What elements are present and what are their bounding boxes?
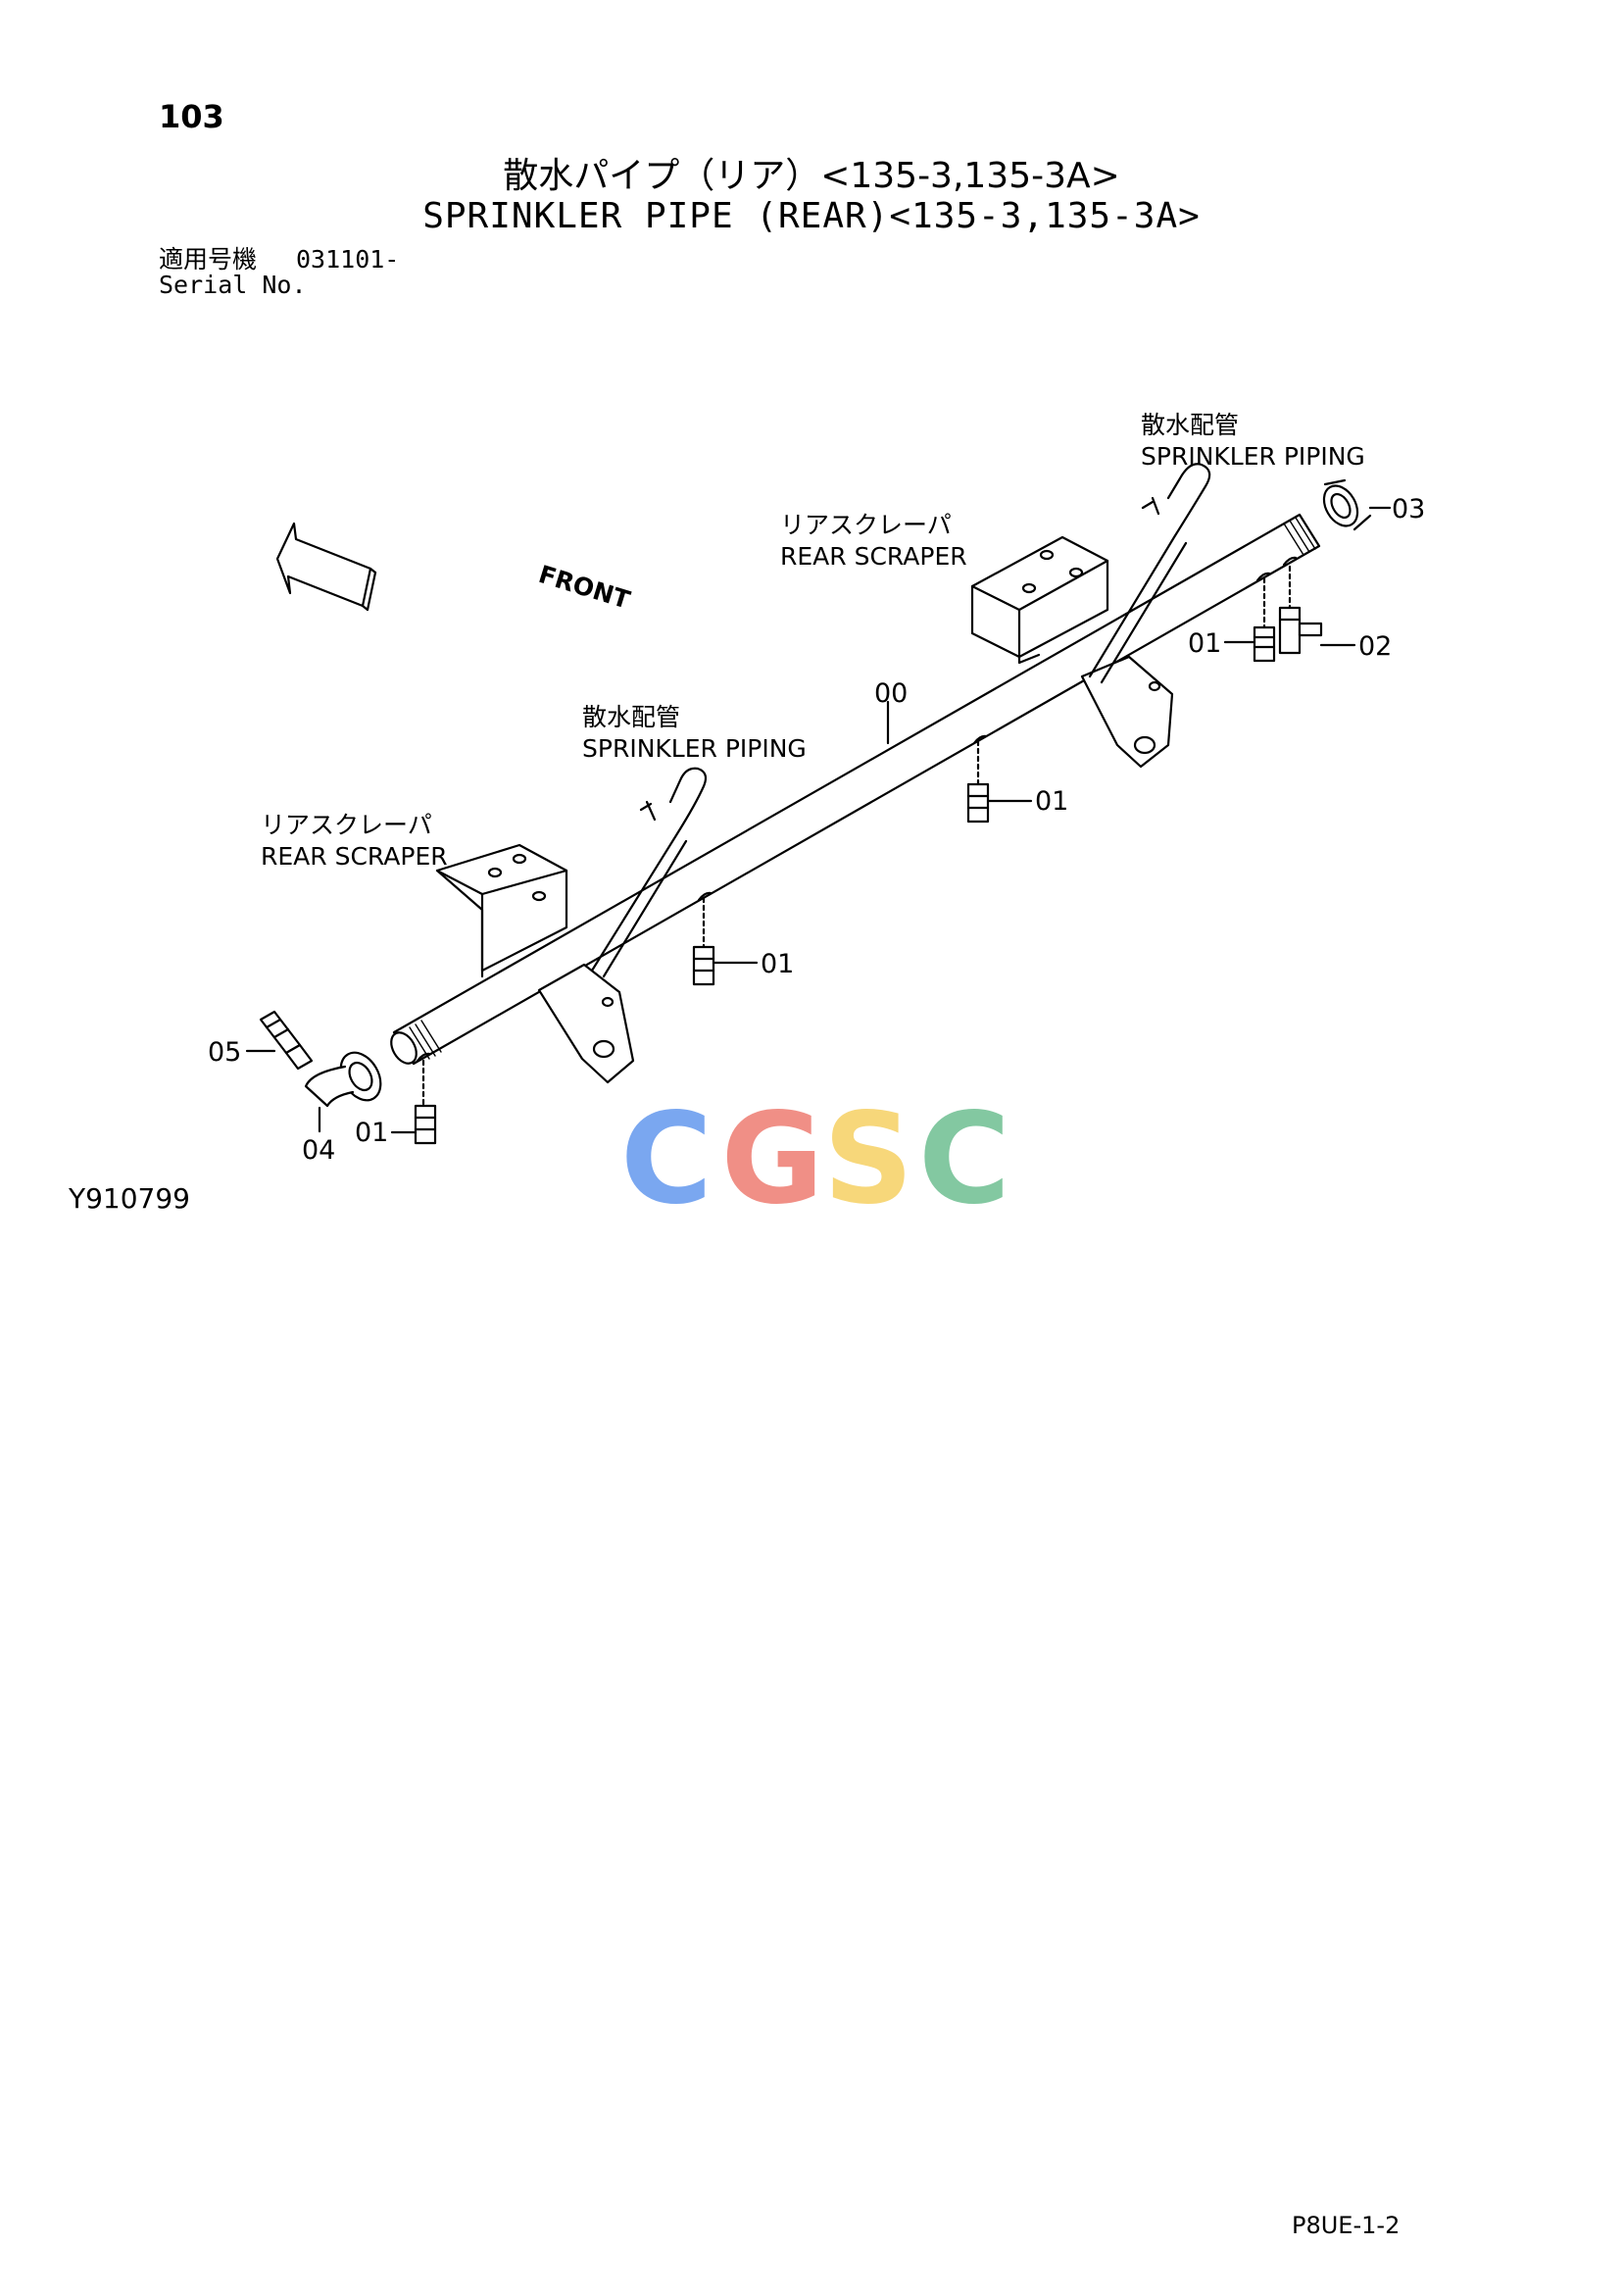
- callout-02: 02: [1358, 631, 1392, 662]
- fitting-01-right: [1253, 576, 1276, 663]
- rear-scraper-bracket-right: [970, 535, 1109, 665]
- cap-03: [1322, 478, 1372, 531]
- figure-id: Y910799: [69, 1182, 190, 1215]
- callout-01-left: 01: [761, 949, 794, 979]
- cgsc-watermark-logo: C G S C: [620, 1086, 1010, 1232]
- front-label: FRONT: [535, 560, 633, 615]
- watermark-letter: G: [720, 1086, 823, 1232]
- sprinkler-piping-hose-mid: [590, 767, 708, 978]
- page-code: P8UE-1-2: [1292, 2212, 1401, 2239]
- sprinkler-pipe: [390, 513, 1321, 1066]
- callout-04: 04: [302, 1135, 335, 1166]
- sprinkler-piping-hose-right: [1088, 463, 1211, 684]
- serial-label-en: Serial No.: [159, 271, 307, 299]
- callout-00: 00: [874, 678, 908, 709]
- rear-scraper-left-en: REAR SCRAPER: [261, 842, 448, 871]
- watermark-letter: C: [620, 1086, 713, 1232]
- rear-scraper-bracket-left: [435, 843, 568, 978]
- sprinkler-piping-mid-jp: 散水配管: [582, 703, 680, 731]
- sprinkler-piping-mid-en: SPRINKLER PIPING: [582, 734, 807, 763]
- serial-label-jp: 適用号機: [159, 245, 258, 274]
- nipple-05: [259, 1010, 314, 1071]
- elbow-04: [304, 1051, 382, 1108]
- rear-scraper-right-en: REAR SCRAPER: [780, 542, 967, 571]
- fitting-01-mid: [966, 739, 990, 824]
- serial-block: 適用号機 031101- Serial No.: [159, 247, 399, 298]
- page-number: 103: [159, 98, 224, 135]
- watermark-letter: S: [823, 1086, 913, 1232]
- callout-01-end: 01: [355, 1118, 388, 1148]
- page-title-japanese: 散水パイプ（リア）<135-3,135-3A>: [503, 156, 1120, 196]
- parts-diagram: FRONT 散水配管 SPRINKLER PIPING リアスクレーパ REAR…: [208, 411, 1425, 1232]
- callout-05: 05: [208, 1037, 241, 1068]
- callout-01-right: 01: [1188, 628, 1221, 659]
- pipe-mount-right: [1080, 655, 1174, 769]
- front-arrow-icon: [275, 522, 377, 612]
- page-title-english: SPRINKLER PIPE (REAR)<135-3,135-3A>: [422, 196, 1201, 236]
- serial-value: 031101-: [296, 245, 400, 274]
- fitting-01-end: [414, 1059, 437, 1145]
- sprinkler-piping-top-jp: 散水配管: [1141, 411, 1239, 439]
- callout-03: 03: [1392, 494, 1425, 524]
- fitting-01-left: [692, 896, 715, 986]
- rear-scraper-right-jp: リアスクレーパ: [780, 511, 952, 539]
- pipe-mount-left: [537, 963, 635, 1084]
- rear-scraper-left-jp: リアスクレーパ: [261, 811, 432, 839]
- valve-02: [1278, 565, 1323, 655]
- sprinkler-piping-top-en: SPRINKLER PIPING: [1141, 442, 1365, 471]
- callout-01-mid: 01: [1035, 786, 1068, 817]
- watermark-letter: C: [918, 1086, 1010, 1232]
